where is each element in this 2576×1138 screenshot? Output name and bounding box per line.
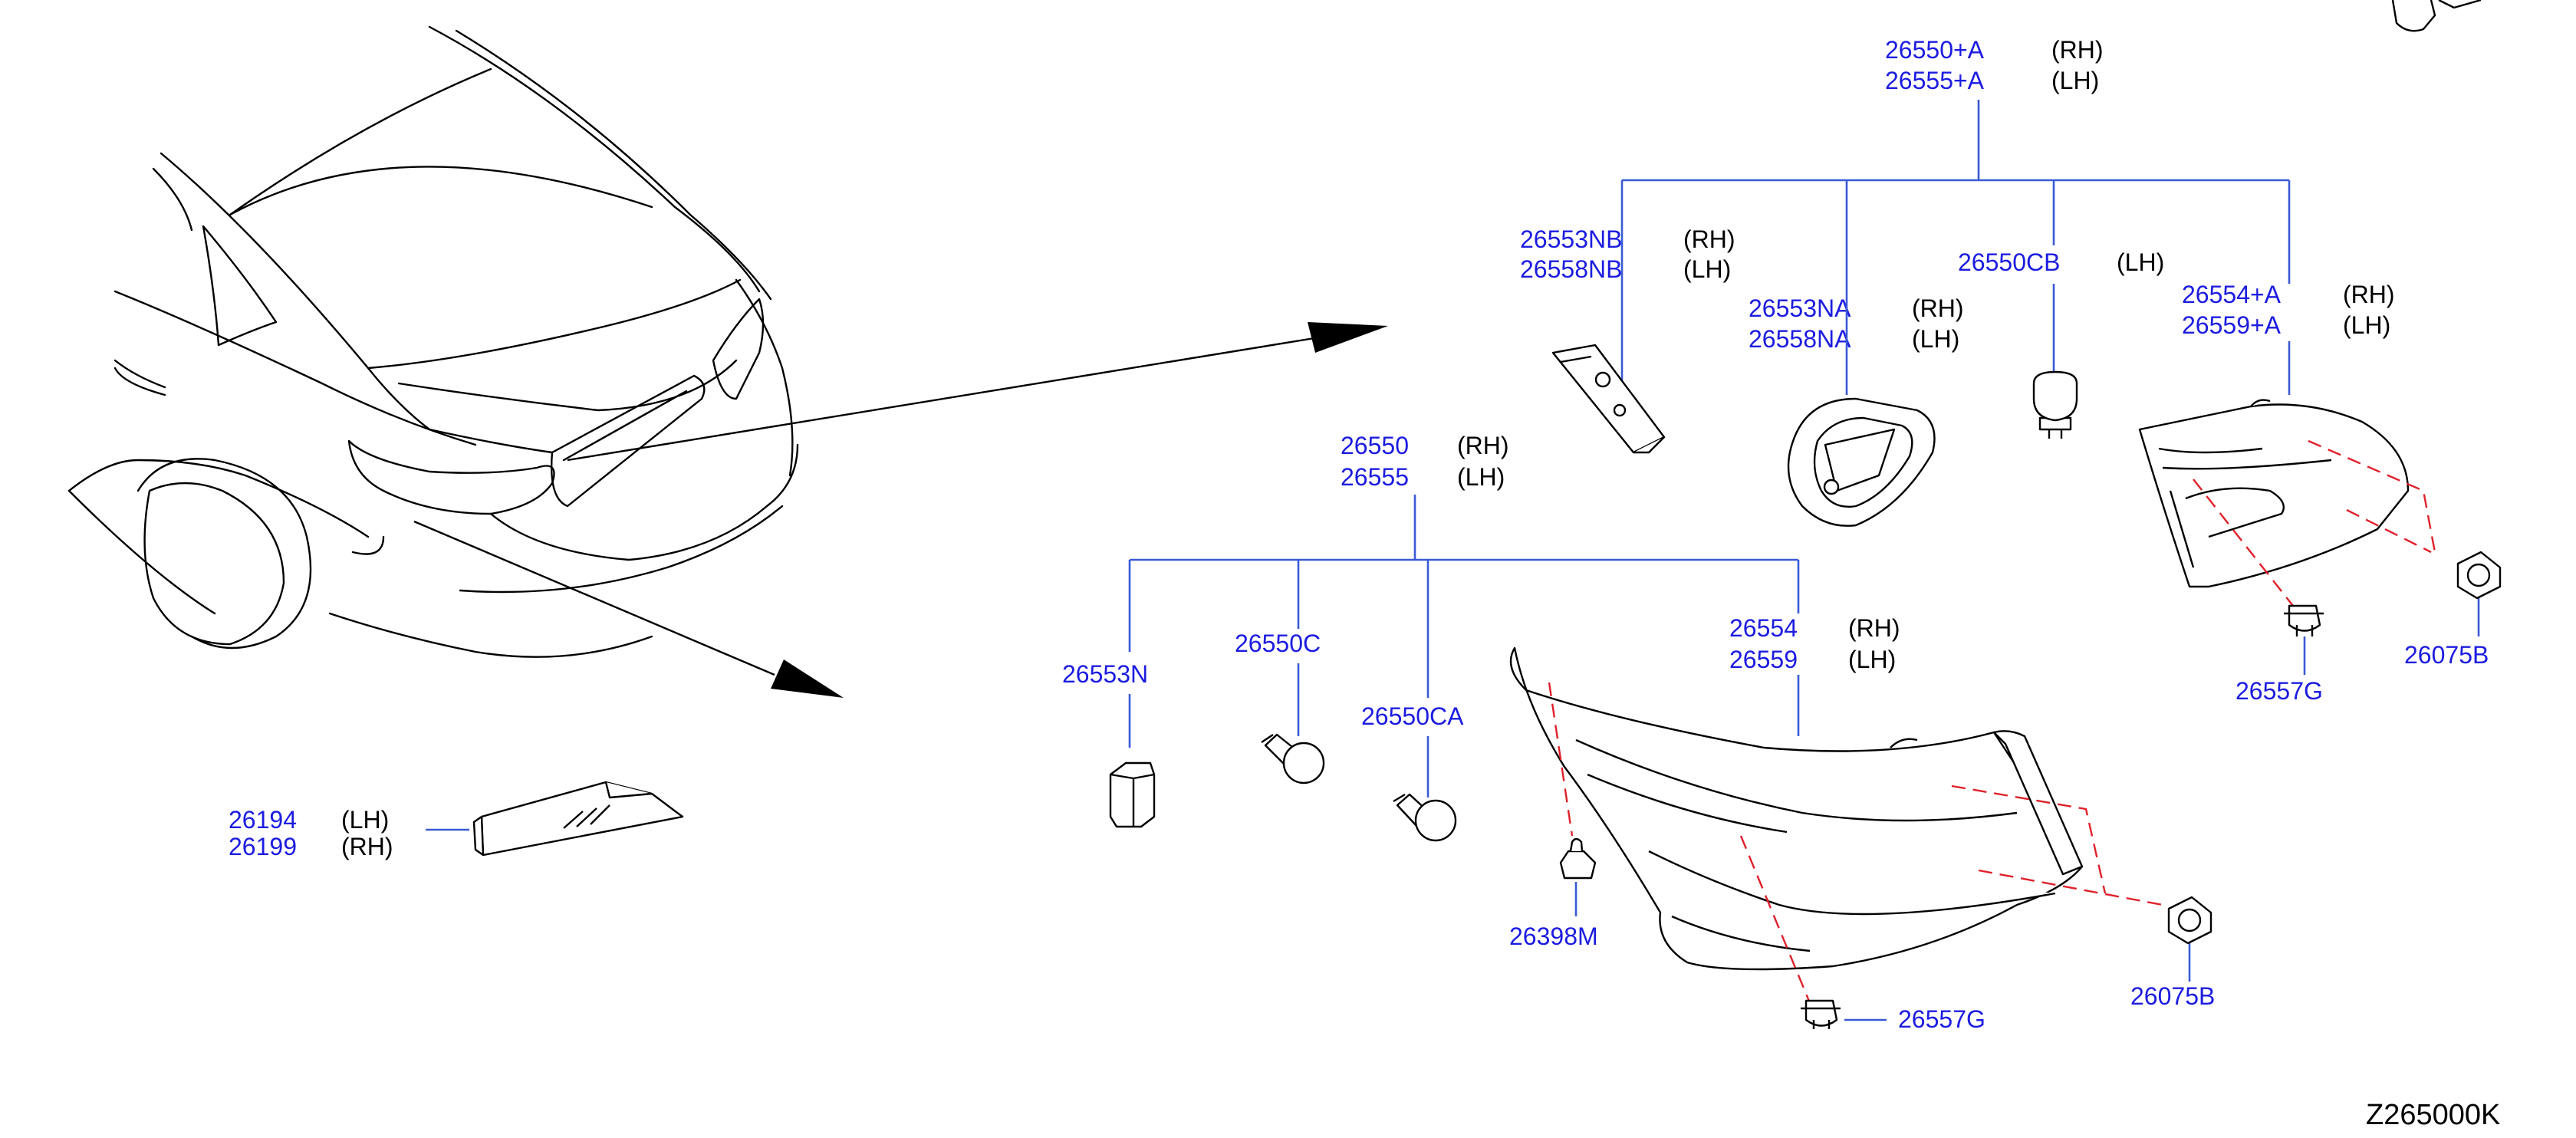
side-tag: (RH) <box>1848 614 1900 642</box>
side-tag: (LH) <box>341 806 389 834</box>
part-label-bulb-c: 26550C <box>1235 630 1321 657</box>
part-label-combo-lh: 26555 <box>1341 463 1409 491</box>
side-tag: (LH) <box>1848 646 1896 673</box>
part-label-socket-b-lh: 26558NB <box>1520 255 1622 283</box>
bulb-icon <box>1261 733 1325 784</box>
side-tag: (RH) <box>2343 281 2395 308</box>
part-label-bulb-ca: 26550CA <box>1361 702 1464 730</box>
connector-icon-partial <box>2391 0 2482 32</box>
inner-lens-icon <box>2138 399 2410 588</box>
part-label-bulb-cb: 26550CB <box>1958 248 2060 276</box>
inner-lamp-assembly: 26550+A (RH) 26555+A (LH) 26553NB (RH) 2… <box>1520 0 2502 705</box>
side-tag: (RH) <box>341 833 393 860</box>
part-label-inner-lens-lh: 26559+A <box>2182 311 2282 339</box>
leader-line <box>1128 495 1800 698</box>
combination-lamp-assembly: 26550 (RH) 26555 (LH) 26553N 26550C 2655… <box>1062 432 2215 1033</box>
part-label-assy-lh: 26555+A <box>1885 67 1985 94</box>
part-label-socket-a-rh: 26553NA <box>1749 294 1851 322</box>
part-label-plate-lamp-rh: 26199 <box>229 833 297 860</box>
side-tag: (LH) <box>1457 463 1505 491</box>
vehicle-rear-illustration <box>67 25 799 658</box>
bulb-icon <box>1393 793 1457 842</box>
part-label-lens-rh: 26554 <box>1729 614 1798 642</box>
diagram-ref-code: Z265000K <box>2366 1099 2500 1131</box>
part-label-lens-lh: 26559 <box>1729 646 1798 673</box>
side-tag: (LH) <box>2343 311 2390 339</box>
grommet-icon <box>1801 999 1841 1029</box>
part-label-plate-lamp-lh: 26194 <box>229 806 297 834</box>
nut-icon <box>2167 896 2212 945</box>
assembly-guide-line <box>1548 682 2163 1013</box>
part-label-nut-lower: 26075B <box>2130 982 2215 1010</box>
part-label-inner-lens-rh: 26554+A <box>2182 281 2282 308</box>
assembly-guide-line <box>2193 439 2436 607</box>
part-label-grommet-upper: 26557G <box>2235 677 2323 705</box>
part-label-socket-b-rh: 26553NB <box>1520 225 1622 253</box>
leader-line <box>1620 100 2291 391</box>
part-label-grommet-lower: 26557G <box>1898 1005 1985 1033</box>
plate-lamp-icon <box>472 781 684 857</box>
part-label-socket-a-lh: 26558NA <box>1749 325 1851 353</box>
side-tag: (RH) <box>2051 36 2104 64</box>
socket-icon <box>1109 761 1156 828</box>
socket-harness-icon <box>1551 344 1666 454</box>
tail-lens-icon <box>1509 646 2084 971</box>
plate-lamp-group: 26194 (LH) 26199 (RH) <box>229 781 684 860</box>
side-tag: (RH) <box>1683 225 1735 253</box>
side-tag: (LH) <box>2051 67 2099 94</box>
part-label-socket-n: 26553N <box>1062 660 1148 688</box>
part-label-nut-upper: 26075B <box>2404 641 2489 669</box>
side-tag: (LH) <box>1912 325 1959 353</box>
part-label-assy-rh: 26550+A <box>1885 36 1985 64</box>
side-tag: (RH) <box>1457 432 1509 459</box>
side-tag: (LH) <box>1683 255 1731 283</box>
side-tag: (LH) <box>2117 248 2164 276</box>
nut-icon <box>2456 551 2502 600</box>
part-label-combo-rh: 26550 <box>1341 432 1409 459</box>
bulb-icon <box>2032 370 2078 439</box>
clip-icon <box>1559 837 1597 880</box>
pointer-arrows <box>413 322 1388 698</box>
part-label-clip-m: 26398M <box>1509 923 1598 950</box>
socket-plate-icon <box>1787 397 1936 527</box>
side-tag: (RH) <box>1912 294 1964 322</box>
grommet-icon <box>2284 604 2324 636</box>
